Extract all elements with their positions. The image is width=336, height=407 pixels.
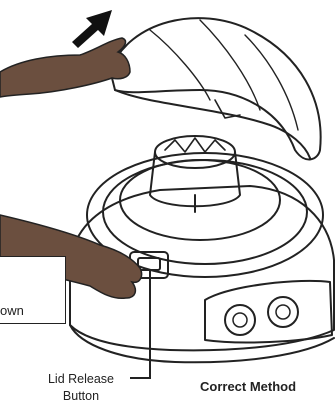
rotor-top <box>155 136 235 168</box>
bowl-chamber <box>120 160 280 240</box>
knob-left-center <box>233 313 247 327</box>
lid-release-label-line-1: Lid Release <box>22 371 140 388</box>
lid-hinge <box>215 100 240 118</box>
knob-left <box>225 305 255 335</box>
knob-right-center <box>276 305 290 319</box>
arrow-up-right-icon <box>72 10 112 48</box>
upper-hand <box>0 38 130 97</box>
lid-release-label-line-2: Button <box>22 388 140 405</box>
knob-right <box>268 297 298 327</box>
lid-rib-2 <box>200 20 260 110</box>
figure-caption: Correct Method <box>200 379 296 394</box>
push-down-label: own <box>0 303 24 318</box>
lid-release-label: Lid Release Button <box>22 371 140 405</box>
rotor-tubes <box>165 138 225 152</box>
